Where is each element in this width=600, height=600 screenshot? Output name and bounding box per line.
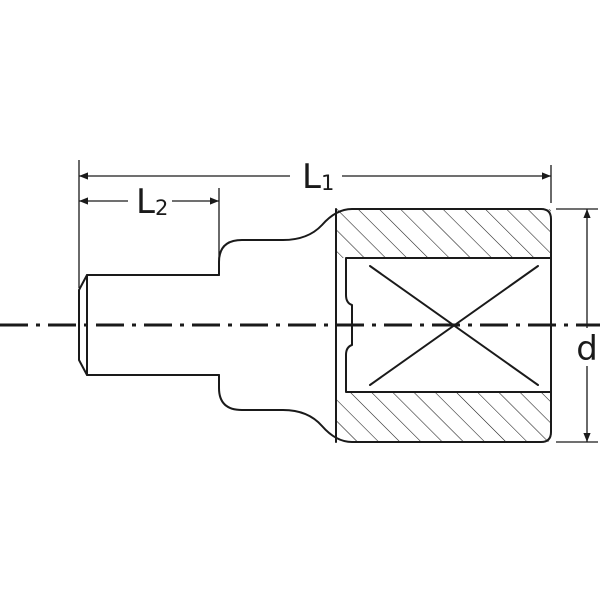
- d-label-background: [574, 328, 600, 366]
- hex-bit-outline: [78, 274, 220, 376]
- socket-wall-bottom-hatch: [336, 392, 551, 442]
- l2-label-main: L: [136, 182, 155, 222]
- l2-label: L2: [136, 182, 168, 222]
- l2-label-sub: 2: [155, 196, 168, 220]
- l1-label-sub: 1: [321, 171, 334, 195]
- d-label: d: [576, 329, 598, 369]
- l1-label-main: L: [302, 157, 321, 197]
- socket-wall-top-hatch: [336, 209, 551, 258]
- l1-label: L1: [302, 157, 334, 197]
